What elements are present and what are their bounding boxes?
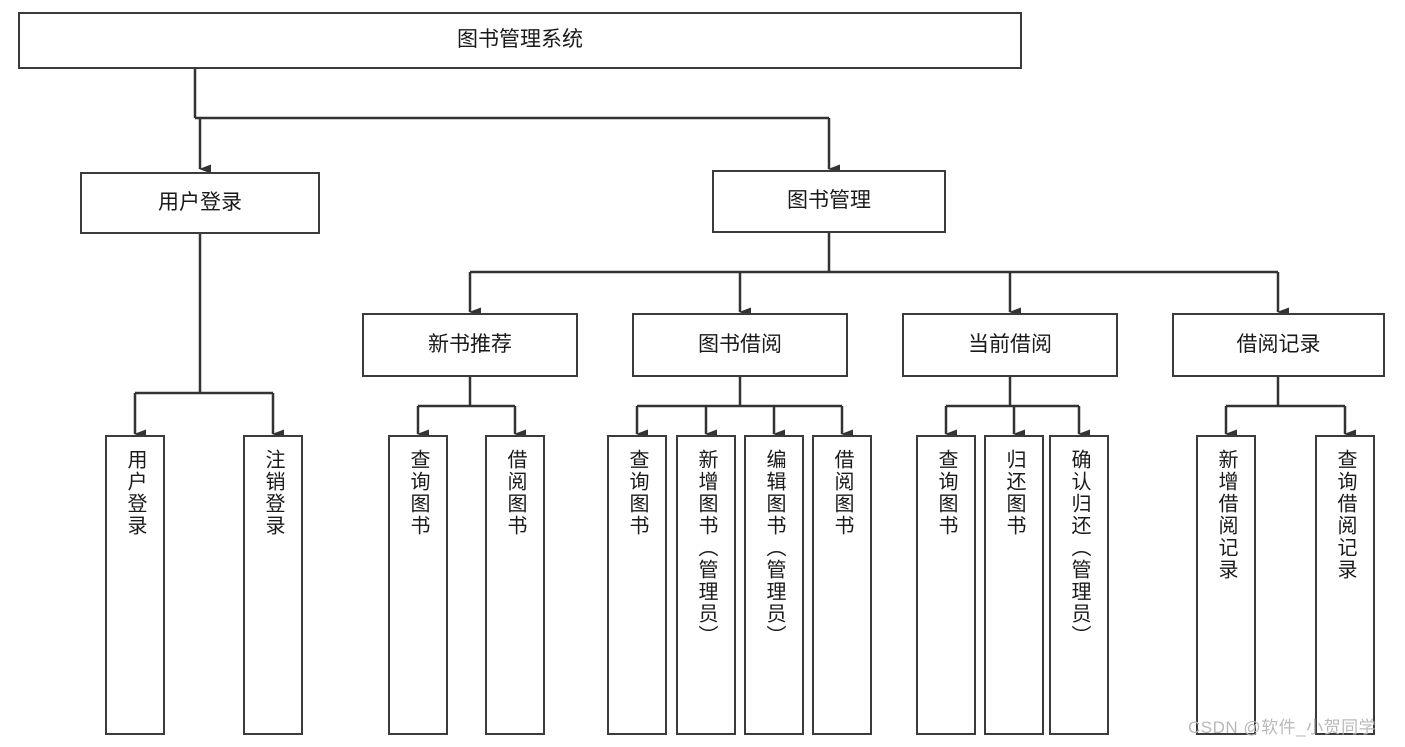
node-leaf-edit-book[interactable]: 编辑图书（管理员） [744,435,804,735]
node-label: 用户登录 [158,190,242,214]
node-leaf-query-book-rec[interactable]: 查询图书 [388,435,448,735]
watermark-text: CSDN @软件_小贺同学 [1188,718,1377,737]
node-label: 编辑图书（管理员） [763,449,785,647]
node-leaf-confirm-return[interactable]: 确认归还（管理员） [1049,435,1109,735]
node-label: 注销登录 [262,449,284,537]
edge-paths [133,69,1356,439]
node-leaf-add-book[interactable]: 新增图书（管理员） [676,435,736,735]
node-root[interactable]: 图书管理系统 [18,12,1022,69]
node-leaf-borrow-book[interactable]: 借阅图书 [812,435,872,735]
node-book-borrow[interactable]: 图书借阅 [632,313,848,377]
node-borrow-records[interactable]: 借阅记录 [1172,313,1385,377]
node-label: 新增图书（管理员） [695,449,717,647]
node-label: 借阅记录 [1236,332,1321,356]
node-label: 查询图书 [407,449,429,537]
node-label: 归还图书 [1003,449,1025,537]
node-label: 用户登录 [124,449,146,537]
node-user-login[interactable]: 用户登录 [80,172,320,234]
node-label: 图书管理 [787,189,871,213]
node-label: 查询借阅记录 [1334,449,1356,581]
node-label: 新增借阅记录 [1215,449,1237,581]
node-new-book-recommend[interactable]: 新书推荐 [362,313,578,377]
node-leaf-query-book-borrow[interactable]: 查询图书 [607,435,667,735]
node-label: 当前借阅 [968,332,1052,356]
node-current-borrow[interactable]: 当前借阅 [902,313,1118,377]
node-leaf-logout[interactable]: 注销登录 [243,435,303,735]
node-label: 新书推荐 [428,332,512,356]
node-label: 借阅图书 [504,449,526,537]
node-book-management[interactable]: 图书管理 [712,170,946,233]
node-label: 查询图书 [626,449,648,537]
node-label: 图书借阅 [698,332,782,356]
node-leaf-user-login[interactable]: 用户登录 [105,435,165,735]
node-leaf-query-book-current[interactable]: 查询图书 [916,435,976,735]
node-leaf-return-book[interactable]: 归还图书 [984,435,1044,735]
node-label: 图书管理系统 [457,28,583,52]
node-leaf-query-record[interactable]: 查询借阅记录 [1315,435,1375,735]
node-leaf-borrow-book-rec[interactable]: 借阅图书 [485,435,545,735]
node-leaf-add-record[interactable]: 新增借阅记录 [1196,435,1256,735]
node-label: 借阅图书 [831,449,853,537]
node-label: 查询图书 [935,449,957,537]
node-label: 确认归还（管理员） [1068,449,1090,647]
